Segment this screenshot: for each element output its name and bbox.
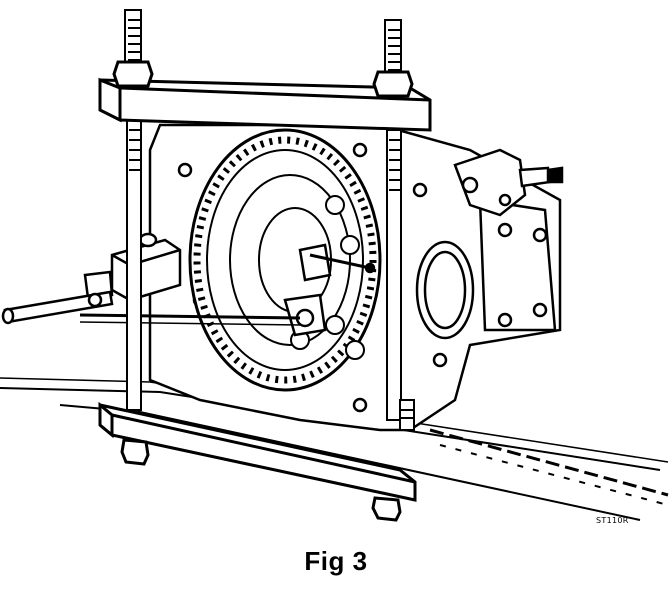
- bench-surface: [0, 377, 669, 521]
- drain-plug: [399, 399, 415, 431]
- indicator-arm: [1, 290, 301, 326]
- figure-caption: Fig 3: [304, 546, 368, 576]
- reference-code: ST110R: [596, 516, 629, 525]
- bottom-beam: [98, 401, 417, 522]
- technical-illustration: [0, 9, 669, 522]
- top-beam: [98, 60, 432, 132]
- pinion-shaft: [453, 148, 564, 217]
- side-flange: [415, 198, 557, 340]
